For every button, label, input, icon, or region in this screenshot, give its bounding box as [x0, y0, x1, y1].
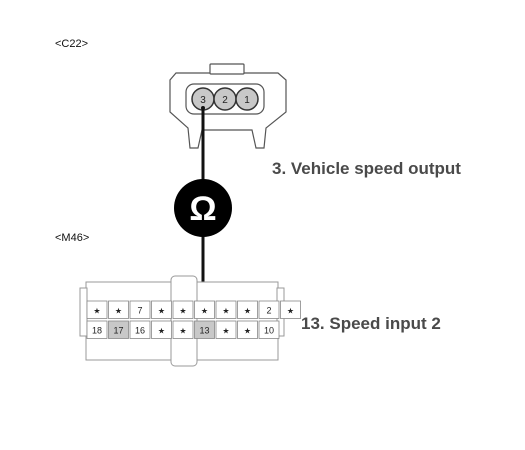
m46-pin-cell-r2-8 — [237, 320, 258, 339]
m46-pin-cell-r2-4 — [151, 320, 172, 339]
m46-pin-cell-r1-5 — [172, 300, 194, 319]
m46-pin-cell-r2-5 — [172, 320, 194, 339]
c22-pin-1-label: 1 — [244, 95, 250, 106]
m46-pin-label-r2-4: ★ — [158, 327, 165, 336]
m46-pin-label-r1-10: ★ — [287, 307, 294, 316]
m46-pin-cell-r1-10 — [280, 300, 301, 319]
m46-pin-label-r1-1: ★ — [93, 307, 100, 316]
m46-pin-label-r2-6: 13 — [199, 326, 209, 336]
m46-pin-cell-r1-4 — [151, 300, 172, 319]
m46-pin-cell-r2-2 — [108, 320, 129, 339]
m46-pin-cell-r1-2 — [108, 300, 129, 319]
m46-pin-label-r1-7: ★ — [222, 307, 229, 316]
c22-pin-3-label: 3 — [200, 95, 206, 106]
m46-pin-cell-r2-6 — [194, 320, 215, 339]
c22-connector: 3 2 1 — [169, 63, 287, 149]
m46-pin-label-r2-3: 16 — [135, 326, 145, 336]
m46-pin-callout: 13. Speed input 2 — [301, 314, 441, 333]
c22-connector-label: <C22> — [55, 38, 88, 50]
m46-pin-label-r1-4: ★ — [158, 307, 165, 316]
m46-pin-label-r2-9: 10 — [264, 326, 274, 336]
m46-pin-label-r2-1: 18 — [92, 326, 102, 336]
m46-pin-cell-r1-8 — [237, 300, 258, 319]
c22-pin-2-label: 2 — [222, 95, 228, 106]
c22-pin-1 — [235, 87, 259, 111]
ohm-meter-circle — [174, 179, 232, 237]
m46-connector: ★ ★ 7 ★ ★ ★ ★ ★ 2 ★ 18 17 16 ★ ★ 13 ★ ★ 10 — [79, 275, 301, 367]
m46-connector-label: <M46> — [55, 232, 89, 244]
m46-pin-label-r2-8: ★ — [244, 327, 251, 336]
m46-pin-label-r2-2: 17 — [113, 326, 123, 336]
m46-pin-label-r1-9: 2 — [266, 306, 271, 316]
m46-pin-cell-r1-3 — [129, 300, 151, 319]
m46-pin-cell-r2-7 — [215, 320, 237, 339]
ohm-icon: Ω — [174, 179, 232, 237]
m46-pin-cell-r2-1 — [86, 320, 108, 339]
m46-pin-label-r1-6: ★ — [201, 307, 208, 316]
m46-pin-cell-r1-9 — [258, 300, 280, 319]
m46-left-flange — [79, 287, 88, 337]
probe-tip-top — [201, 106, 205, 110]
m46-pin-cell-r1-1 — [86, 300, 108, 319]
m46-pin-cell-r2-3 — [129, 320, 151, 339]
m46-pin-grid: ★ ★ 7 ★ ★ ★ ★ ★ 2 ★ 18 17 16 ★ ★ 13 ★ ★ 10 — [86, 300, 301, 339]
m46-pin-cell-r1-6 — [194, 300, 215, 319]
ohm-symbol: Ω — [189, 190, 216, 228]
m46-pin-cell-r2-9 — [258, 320, 280, 339]
m46-pin-label-r2-5: ★ — [179, 327, 186, 336]
c22-pin-callout: 3. Vehicle speed output — [272, 159, 461, 178]
m46-pin-label-r1-3: 7 — [137, 306, 142, 316]
c22-latch — [209, 63, 245, 75]
m46-pin-label-r2-7: ★ — [222, 327, 229, 336]
m46-pin-cell-r1-7 — [215, 300, 237, 319]
m46-pin-label-r1-5: ★ — [179, 307, 186, 316]
m46-pin-label-r1-8: ★ — [244, 307, 251, 316]
m46-pin-label-r1-2: ★ — [115, 307, 122, 316]
